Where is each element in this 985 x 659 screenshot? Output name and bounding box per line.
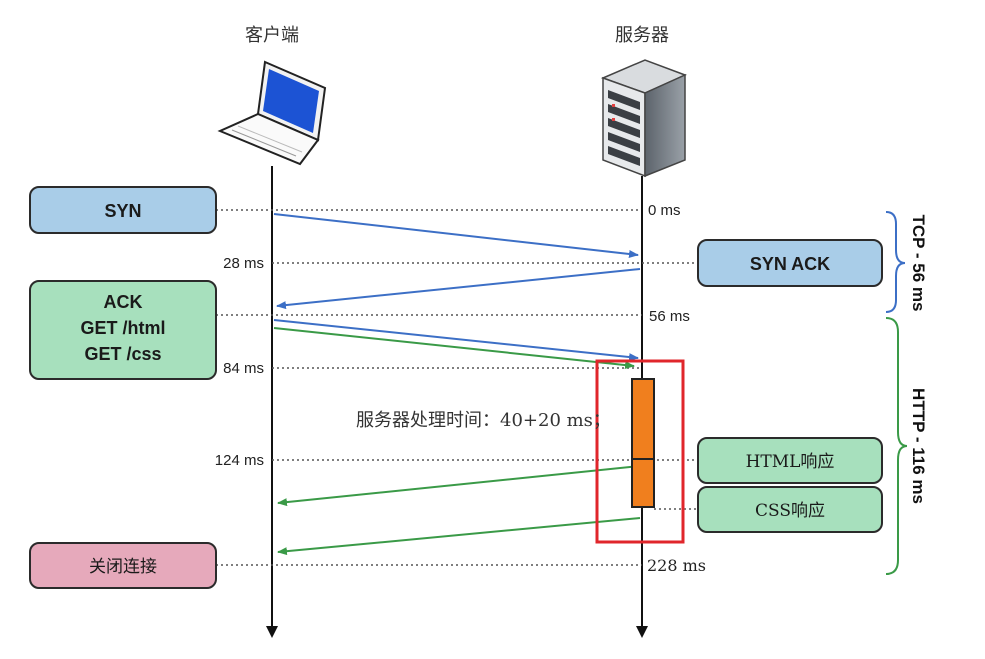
close-connection-label: 关闭连接 xyxy=(89,557,157,577)
time-124ms: 124 ms xyxy=(215,452,264,469)
syn-ack-box: SYN ACK xyxy=(697,239,883,287)
laptop-icon xyxy=(217,60,327,166)
arrow-syn xyxy=(273,213,639,258)
css-response-label: CSS响应 xyxy=(755,501,825,521)
html-response-box: HTML响应 xyxy=(697,437,883,484)
server-label: 服务器 xyxy=(615,25,669,46)
get-css-line: GET /css xyxy=(84,344,161,364)
ack-get-box: ACK GET /html GET /css xyxy=(29,280,217,380)
html-response-label: HTML响应 xyxy=(746,452,835,472)
css-response-box: CSS响应 xyxy=(697,486,883,533)
get-html-line: GET /html xyxy=(81,318,166,338)
syn-ack-box-label: SYN ACK xyxy=(750,254,830,274)
arrow-syn-ack xyxy=(276,268,641,310)
time-84ms: 84 ms xyxy=(223,360,264,377)
time-0ms: 0 ms xyxy=(648,202,681,219)
http-brace xyxy=(885,317,908,575)
close-connection-box: 关闭连接 xyxy=(29,542,217,589)
server-processing-bar xyxy=(631,378,655,508)
time-56ms: 56 ms xyxy=(649,308,690,325)
arrow-get xyxy=(273,327,635,370)
server-lifeline-arrowhead xyxy=(636,626,648,638)
server-icon xyxy=(600,59,687,178)
time-28ms: 28 ms xyxy=(223,255,264,272)
syn-box-label: SYN xyxy=(104,201,141,221)
arrow-ack xyxy=(273,319,639,362)
processing-time-note: 服务器处理时间：40+20 ms； xyxy=(356,410,611,431)
ack-line: ACK xyxy=(104,292,143,312)
arrow-html-response xyxy=(277,465,641,507)
client-lifeline-arrowhead xyxy=(266,626,278,638)
time-228ms: 228 ms xyxy=(647,556,706,575)
processing-highlight-box xyxy=(595,359,685,544)
http-phase-label: HTTP - 116 ms xyxy=(909,388,928,504)
client-label: 客户端 xyxy=(245,25,299,46)
dotted-time-lines xyxy=(216,209,698,566)
arrow-css-response xyxy=(277,517,641,556)
syn-box: SYN xyxy=(29,186,217,234)
tcp-brace xyxy=(885,211,906,313)
tcp-phase-label: TCP - 56 ms xyxy=(909,214,928,311)
